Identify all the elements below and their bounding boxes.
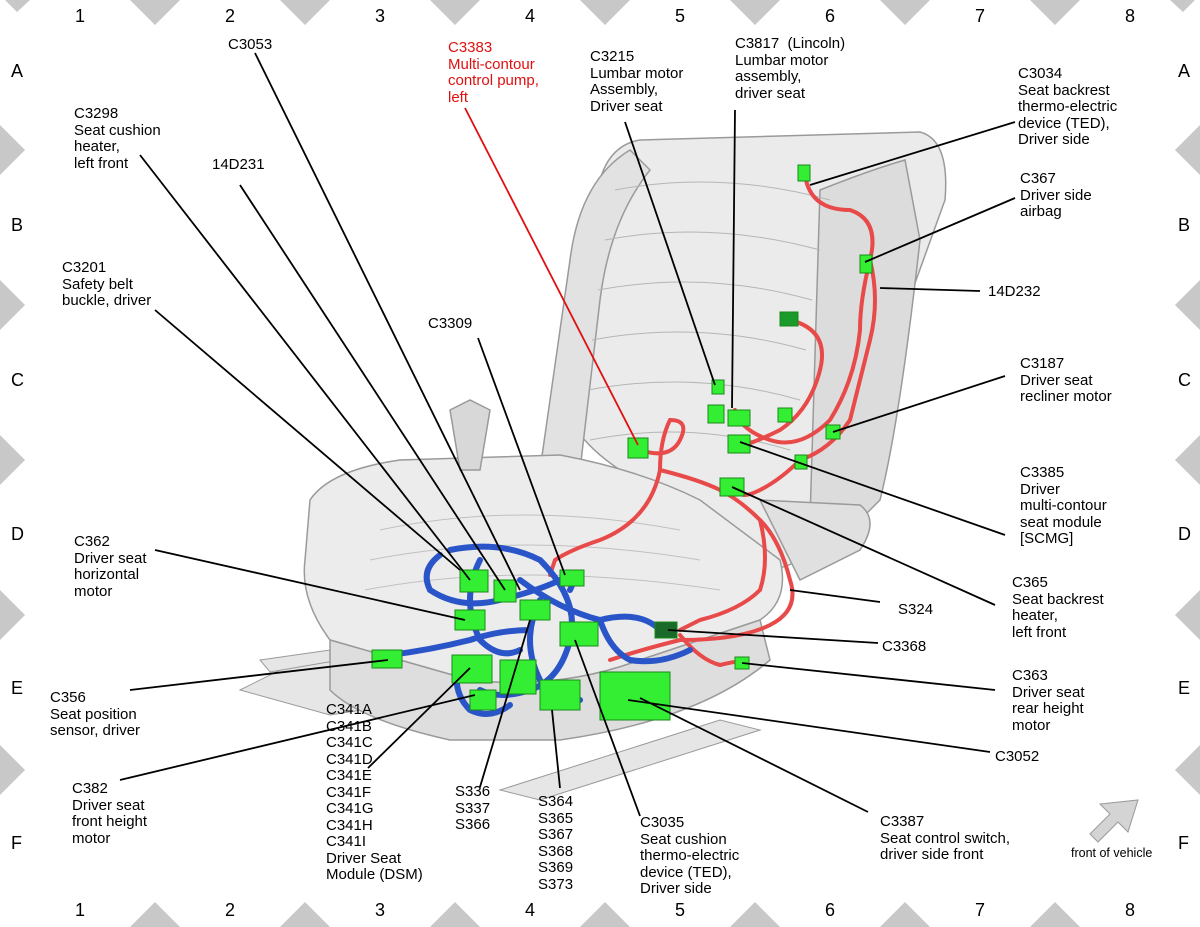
label-c367: C367 Driver side airbag: [1020, 170, 1092, 220]
label-c363: C363 Driver seat rear height motor: [1012, 667, 1085, 734]
label-c3187: C3187 Driver seat recliner motor: [1020, 355, 1112, 405]
connector-c3817: [707, 404, 725, 424]
grid-row-e-right: E: [1178, 678, 1191, 698]
connector-c3383: [627, 437, 649, 459]
grid-col-2-bottom: 2: [225, 900, 236, 920]
connector-c3035: [559, 621, 599, 647]
leader-lines: [119, 52, 1016, 817]
grid-col-6-bottom: 6: [825, 900, 836, 920]
connector-back-3: [777, 407, 793, 423]
grid-row-e-left: E: [11, 678, 24, 698]
label-s336-group: S336 S337 S366: [455, 783, 491, 833]
connector-c356: [371, 649, 403, 669]
connector-c3309: [559, 569, 585, 587]
grid-col-8-bottom: 8: [1125, 900, 1136, 920]
grid-col-1-top: 1: [75, 6, 86, 26]
label-c341-dsm: C341A C341B C341C C341D C341E C341F C341…: [326, 701, 423, 883]
connector-dsm-2: [451, 654, 493, 684]
grid-col-7-top: 7: [975, 6, 986, 26]
grid-col-3-top: 3: [375, 6, 386, 26]
connector-c382: [469, 689, 497, 711]
grid-col-6-top: 6: [825, 6, 836, 26]
connector-lumbar-2: [727, 409, 751, 427]
backrest-harness: [548, 173, 877, 668]
grid-row-b-left: B: [11, 215, 24, 235]
connector-c3385: [727, 434, 751, 454]
label-c3201: C3201 Safety belt buckle, driver: [62, 259, 152, 309]
label-14d231: 14D231: [212, 156, 265, 173]
connectors: [371, 164, 873, 721]
seat-backrest: [539, 131, 947, 571]
label-c3387: C3387 Seat control switch, driver side f…: [880, 813, 1011, 863]
grid-row-a-left: A: [11, 61, 24, 81]
connector-dsm-1: [519, 599, 551, 621]
grid-col-4-bottom: 4: [525, 900, 536, 920]
connector-c3387: [599, 671, 671, 721]
grid-row-b-right: B: [1178, 215, 1191, 235]
label-s324: S324: [898, 601, 934, 618]
label-s364-group: S364 S365 S367 S368 S369 S373: [538, 793, 574, 893]
label-14d232: 14D232: [988, 283, 1041, 300]
grid-col-7-bottom: 7: [975, 900, 986, 920]
grid-row-c-left: C: [11, 370, 24, 390]
label-c382: C382 Driver seat front height motor: [72, 780, 148, 847]
grid-row-a-right: A: [1178, 61, 1191, 81]
connector-c3034: [797, 164, 811, 182]
label-c362: C362 Driver seat horizontal motor: [74, 533, 147, 600]
label-c365: C365 Seat backrest heater, left front: [1012, 574, 1104, 641]
grid-col-2-top: 2: [225, 6, 236, 26]
grid-col-8-top: 8: [1125, 6, 1136, 26]
label-c3817: C3817 (Lincoln) Lumbar motor assembly, d…: [735, 35, 846, 102]
grid-row-c-right: C: [1178, 370, 1191, 390]
label-c3383: C3383 Multi-contour control pump, left: [448, 39, 539, 106]
grid-col-3-bottom: 3: [375, 900, 386, 920]
label-c3035: C3035 Seat cushion thermo-electric devic…: [640, 814, 740, 897]
label-c3053: C3053: [228, 36, 273, 53]
label-c3215: C3215 Lumbar motor Assembly, Driver seat: [590, 48, 684, 115]
label-c3034: C3034 Seat backrest thermo-electric devi…: [1018, 65, 1118, 148]
label-c3368: C3368: [882, 638, 927, 655]
grid-col-5-bottom: 5: [675, 900, 686, 920]
connector-dsm-4: [539, 679, 581, 711]
label-c3298: C3298 Seat cushion heater, left front: [74, 105, 161, 172]
grid-col-4-top: 4: [525, 6, 536, 26]
grid-col-5-top: 5: [675, 6, 686, 26]
grid-row-d-right: D: [1178, 524, 1191, 544]
label-c3052: C3052: [995, 748, 1040, 765]
connector-c367: [859, 254, 873, 274]
front-of-vehicle-label: front of vehicle: [1071, 846, 1153, 860]
connector-c3217: [779, 311, 799, 327]
label-c3385: C3385 Driver multi-contour seat module […: [1020, 464, 1107, 547]
grid-col-1-bottom: 1: [75, 900, 86, 920]
connector-c3053: [493, 579, 517, 603]
connector-dsm-3: [499, 659, 537, 695]
grid-row-f-right: F: [1178, 833, 1189, 853]
label-c3309: C3309: [428, 315, 473, 332]
connector-c362: [454, 609, 486, 631]
front-of-vehicle-arrow-icon: [1089, 799, 1139, 843]
label-c356: C356 Seat position sensor, driver: [50, 689, 141, 739]
grid-row-f-left: F: [11, 833, 22, 853]
grid-row-d-left: D: [11, 524, 24, 544]
